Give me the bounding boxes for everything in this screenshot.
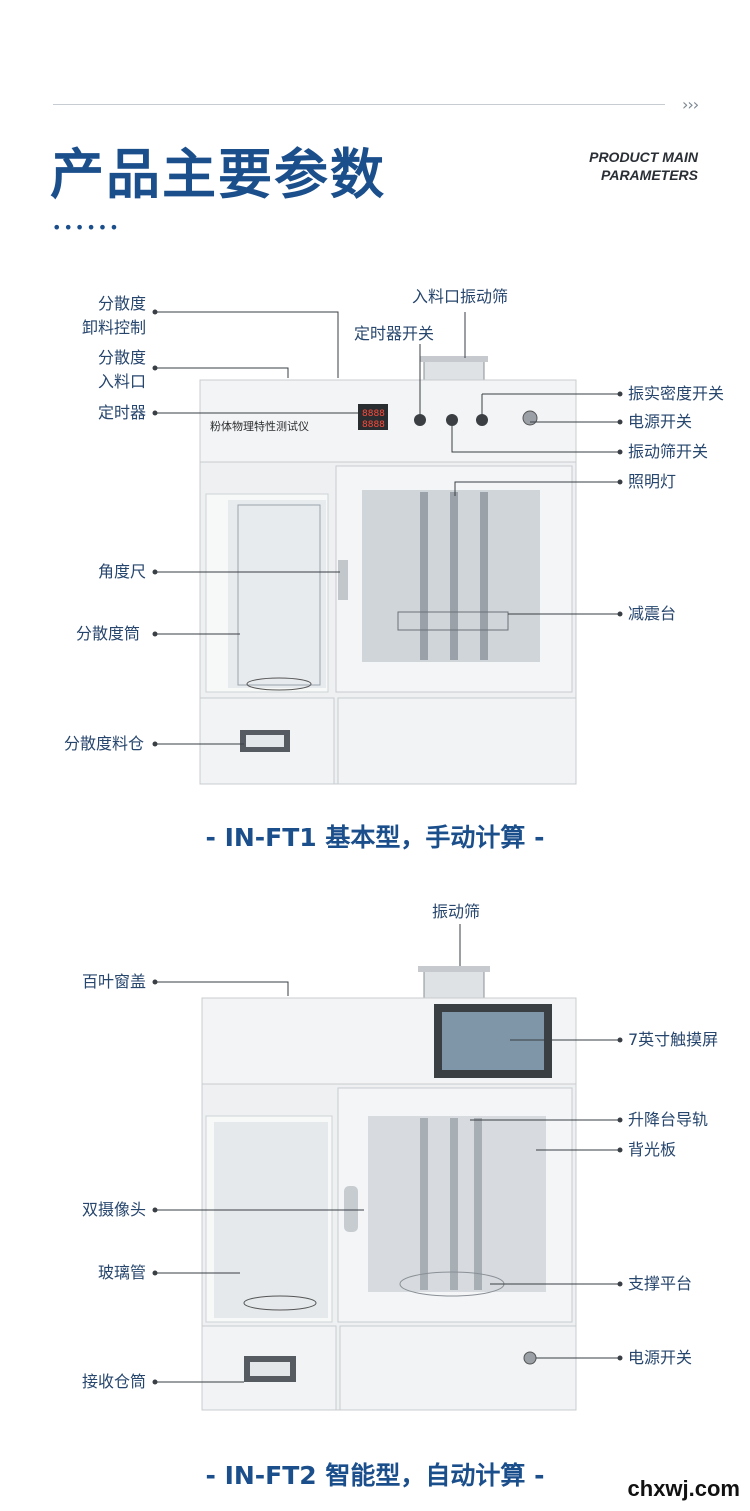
ft2-label-lift-rail: 升降台导轨 (628, 1110, 709, 1129)
ft1-panel-text: 粉体物理特性测试仪 (210, 419, 309, 433)
ft1-caption: - IN-FT1 基本型，手动计算 - (205, 823, 545, 852)
ft1-label-timer: 定时器 (97, 403, 146, 422)
ft2-label-dual-camera: 双摄像头 (81, 1200, 146, 1219)
ft1-label-disp-inlet: 分散度 入料口 (97, 348, 146, 391)
ft1-label-damper: 减震台 (628, 604, 677, 623)
ft2-label-glass-tube: 玻璃管 (97, 1263, 146, 1282)
ft1-label-disp-tube: 分散度筒 (75, 624, 140, 643)
arrow-icon: ››› (682, 95, 699, 114)
ft1-angle-ruler (338, 560, 348, 600)
page-title: 产品主要参数 (50, 142, 386, 206)
page-subtitle-en: PRODUCT MAIN PARAMETERS (589, 149, 698, 183)
ft2-glass-tube (214, 1122, 328, 1318)
ft1-label-light: 照明灯 (628, 472, 677, 491)
ft2-power-switch[interactable] (523, 1351, 537, 1365)
ft2-device (201, 966, 577, 1411)
ft1-disp-tube (237, 504, 321, 686)
ft1-timer-switch[interactable] (414, 414, 426, 426)
ft1-tap-density-switch[interactable] (476, 414, 488, 426)
ft2-label-support: 支撑平台 (628, 1274, 693, 1293)
ft2-label-sieve: 振动筛 (432, 902, 481, 921)
ft1-label-sieve-switch: 振动筛开关 (628, 442, 709, 461)
watermark: chxwj.com (627, 1476, 740, 1501)
ft1-label-disp-unload: 分散度 卸料控制 (81, 294, 146, 337)
ft1-label-disp-bin: 分散度料仓 (63, 734, 144, 753)
ft1-timer-display: 8888 (362, 409, 385, 419)
ft1-timer (358, 404, 388, 430)
ft2-label-touchscreen: 7英寸触摸屏 (628, 1030, 719, 1049)
header-divider (53, 104, 665, 105)
ft2-label-power-switch: 电源开关 (628, 1348, 693, 1367)
dots-decoration: •••••• (52, 218, 121, 237)
ft1-label-inlet-sieve: 入料口振动筛 (412, 287, 509, 306)
ft1-damper (397, 611, 509, 631)
ft2-label-backlight: 背光板 (628, 1140, 677, 1159)
ft2-sieve (423, 969, 485, 999)
ft1-label-tap-density-switch: 振实密度开关 (628, 384, 725, 403)
ft2-caption: - IN-FT2 智能型，自动计算 - (205, 1461, 545, 1490)
ft2-label-receiver: 接收仓筒 (81, 1372, 146, 1391)
ft2-label-louver-cover: 百叶窗盖 (81, 972, 146, 991)
ft1-label-angle-ruler: 角度尺 (97, 562, 146, 581)
ft1-power-switch[interactable] (522, 410, 538, 426)
ft1-sieve-switch[interactable] (446, 414, 458, 426)
ft1-device: 8888 8888 粉体物理特性测试仪 (199, 356, 577, 785)
ft1-inlet-sieve (423, 359, 485, 381)
ft1-timer-display-2: 8888 (362, 420, 385, 430)
ft1-label-power-switch: 电源开关 (628, 412, 693, 431)
ft1-label-timer-switch: 定时器开关 (354, 324, 435, 343)
